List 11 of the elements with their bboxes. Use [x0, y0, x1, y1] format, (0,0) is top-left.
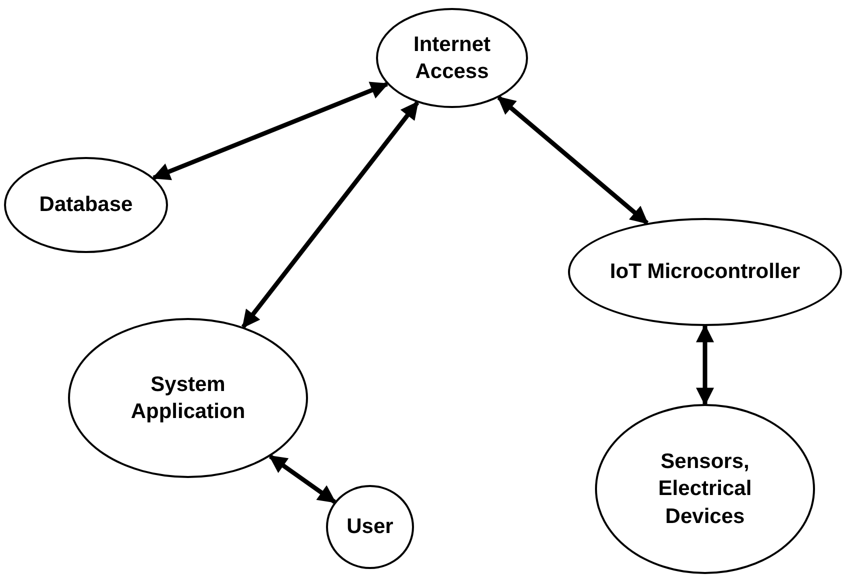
node-label: IoT Microcontroller	[608, 259, 802, 286]
double-arrow	[696, 324, 714, 406]
double-arrow	[241, 101, 420, 328]
node-label: System Application	[130, 372, 246, 425]
double-arrow	[152, 82, 389, 180]
node-label: Internet Access	[412, 32, 492, 85]
node-label: Database	[38, 192, 134, 218]
node-label: Sensors, Electrical Devices	[657, 449, 753, 530]
double-arrow	[268, 454, 336, 504]
double-arrow	[497, 96, 649, 225]
node-label: User	[346, 514, 394, 540]
